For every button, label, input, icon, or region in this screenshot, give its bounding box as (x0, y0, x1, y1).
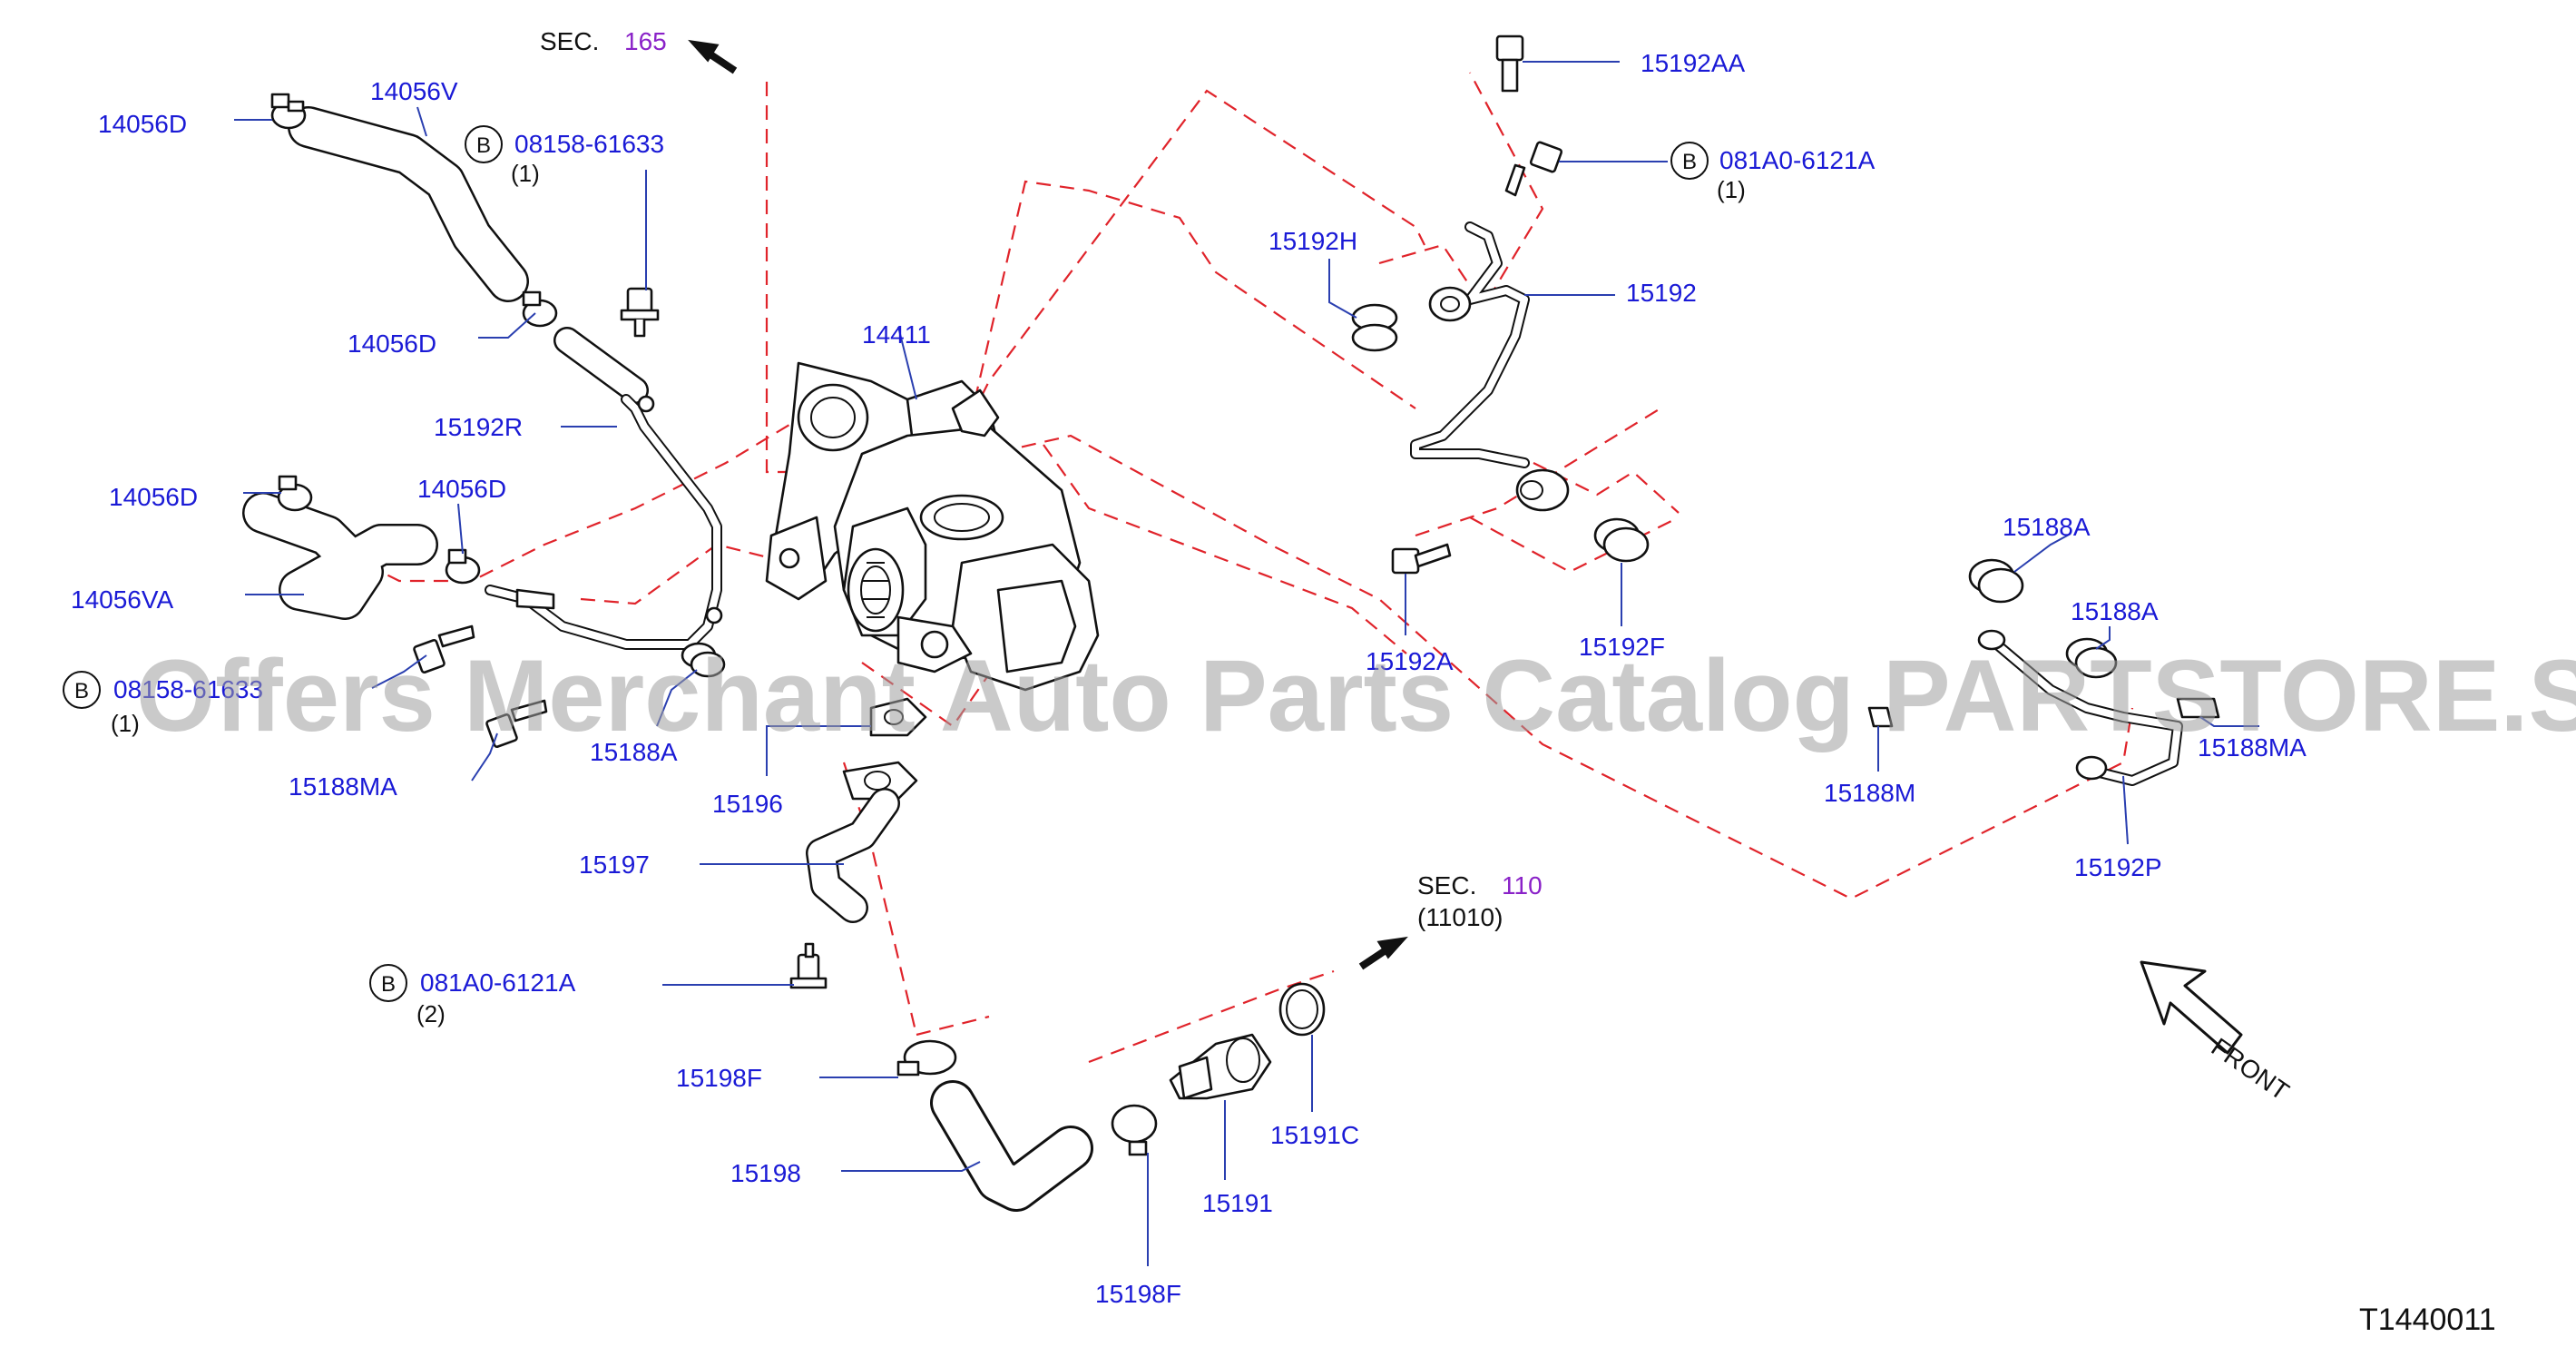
clamp-14056D-right[interactable] (445, 548, 481, 585)
qty-bolt-1: (1) (511, 160, 540, 187)
callout-15192P[interactable]: 15192P (2074, 853, 2162, 881)
bolt-081A0-6121A-lower[interactable] (789, 942, 828, 989)
gasket-15192F[interactable] (1593, 517, 1650, 563)
section-ref-165[interactable]: SEC. 165 (540, 27, 667, 55)
callout-14056D-b[interactable]: 14056D (348, 329, 436, 358)
pipe-15192R[interactable] (485, 394, 723, 650)
svg-text:B: B (74, 679, 89, 703)
clamp-14056D-top[interactable] (270, 93, 307, 130)
callout-15198F-a[interactable]: 15198F (676, 1064, 762, 1092)
svg-text:B: B (1682, 150, 1697, 174)
gasket-15188A-right-upper[interactable] (1968, 558, 2024, 604)
hose-14056VA[interactable] (242, 492, 438, 620)
pipe-15196[interactable] (869, 697, 927, 737)
callout-15192AA[interactable]: 15192AA (1641, 49, 1746, 77)
clamp-15198F-upper[interactable] (896, 1039, 957, 1077)
callout-14056D-d[interactable]: 14056D (417, 475, 506, 503)
callout-15196[interactable]: 15196 (712, 790, 783, 818)
qty-bolt-2: (1) (1717, 176, 1746, 203)
bolt-15188M[interactable] (1867, 706, 1894, 728)
bolt-15188MA-right[interactable] (2176, 697, 2220, 719)
svg-text:B: B (381, 972, 396, 997)
clamp-14056D-left[interactable] (277, 475, 313, 512)
callout-15191[interactable]: 15191 (1202, 1189, 1273, 1217)
pipe-15192[interactable] (1410, 221, 1570, 512)
bolt-15188MA-left[interactable] (485, 699, 548, 748)
callout-14056D-c[interactable]: 14056D (109, 483, 198, 511)
clamp-15198F-lower[interactable] (1111, 1104, 1158, 1156)
callout-bolt-081A0-6121A-lower[interactable]: 081A0-6121A (420, 968, 576, 997)
callout-15188A-a[interactable]: 15188A (590, 738, 678, 766)
svg-text:(11010): (11010) (1417, 903, 1503, 931)
bolt-15192AA[interactable] (1495, 34, 1524, 93)
section-number-110: 110 (1502, 871, 1543, 900)
front-arrow-icon: FRONT (2140, 960, 2295, 1106)
bolt-15192A[interactable] (1391, 543, 1452, 575)
pipe-15197[interactable] (806, 761, 918, 923)
callout-15191C[interactable]: 15191C (1270, 1121, 1359, 1149)
section-ref-110[interactable]: SEC. 110 (11010) (1417, 871, 1543, 931)
watermark: Offers Merchant Auto Parts Catalog PARTS… (136, 639, 2576, 752)
fitting-15191[interactable] (1169, 1033, 1272, 1100)
callout-15198F-b[interactable]: 15198F (1095, 1280, 1181, 1308)
callout-14411[interactable]: 14411 (862, 320, 931, 349)
callout-15188M[interactable]: 15188M (1824, 779, 1915, 807)
drawing-code: T1440011 (2359, 1303, 2496, 1337)
callout-14056D-a[interactable]: 14056D (98, 110, 187, 138)
callout-15198[interactable]: 15198 (730, 1159, 801, 1187)
svg-text:SEC.: SEC. (1417, 871, 1476, 900)
arrow-icon-sec-110 (1358, 936, 1408, 970)
front-label: FRONT (2207, 1033, 2295, 1106)
clamp-14056D-mid[interactable] (522, 290, 558, 328)
bolt-marker-1: B (465, 125, 503, 163)
turbocharger-14411[interactable] (765, 361, 1100, 692)
callout-15188A-b[interactable]: 15188A (2003, 513, 2091, 541)
leader-lines (234, 61, 2259, 1266)
gasket-15192H[interactable] (1351, 303, 1398, 352)
callout-14056VA[interactable]: 14056VA (71, 585, 173, 614)
callout-15192A[interactable]: 15192A (1366, 647, 1454, 675)
callout-bolt-08158-61633-lower[interactable]: 08158-61633 (113, 675, 263, 703)
callout-15192[interactable]: 15192 (1626, 279, 1697, 307)
callout-15192R[interactable]: 15192R (434, 413, 523, 441)
bolt-marker-2: B (1670, 142, 1709, 180)
arrow-icon-sec-165 (688, 39, 738, 74)
callout-14056V[interactable]: 14056V (370, 77, 458, 105)
tube-stub-15192R-upper[interactable] (553, 327, 649, 404)
gasket-15188A-right-lower[interactable] (2065, 637, 2118, 679)
pipe-15192P[interactable] (1977, 629, 2183, 786)
callout-15188MA-b[interactable]: 15188MA (2198, 733, 2307, 762)
callout-15188A-c[interactable]: 15188A (2071, 597, 2159, 625)
callout-15192H[interactable]: 15192H (1268, 227, 1357, 255)
callout-15197[interactable]: 15197 (579, 850, 650, 879)
callout-bolt-081A0-6121A-upper[interactable]: 081A0-6121A (1719, 146, 1876, 174)
callout-15192F[interactable]: 15192F (1579, 633, 1665, 661)
bolt-08158-61633-upper[interactable] (620, 287, 660, 338)
dashed-assembly-lines (262, 72, 2134, 1064)
bolt-marker-3: B (63, 671, 101, 709)
callout-15188MA-a[interactable]: 15188MA (289, 772, 397, 801)
hose-14056V[interactable] (288, 106, 529, 302)
o-ring-15191C[interactable] (1278, 982, 1326, 1037)
callout-bolt-08158-61633-upper[interactable]: 08158-61633 (514, 130, 664, 158)
gasket-15188A-left[interactable] (681, 642, 726, 678)
qty-bolt-4: (2) (416, 1000, 446, 1027)
bolt-081A0-6121A-upper[interactable] (1504, 141, 1563, 197)
svg-text:SEC.: SEC. (540, 27, 599, 55)
section-number-165: 165 (624, 27, 667, 55)
bolt-marker-4: B (369, 964, 407, 1002)
hose-15198[interactable] (930, 1080, 1093, 1212)
qty-bolt-3: (1) (111, 710, 140, 737)
svg-text:B: B (476, 133, 491, 158)
